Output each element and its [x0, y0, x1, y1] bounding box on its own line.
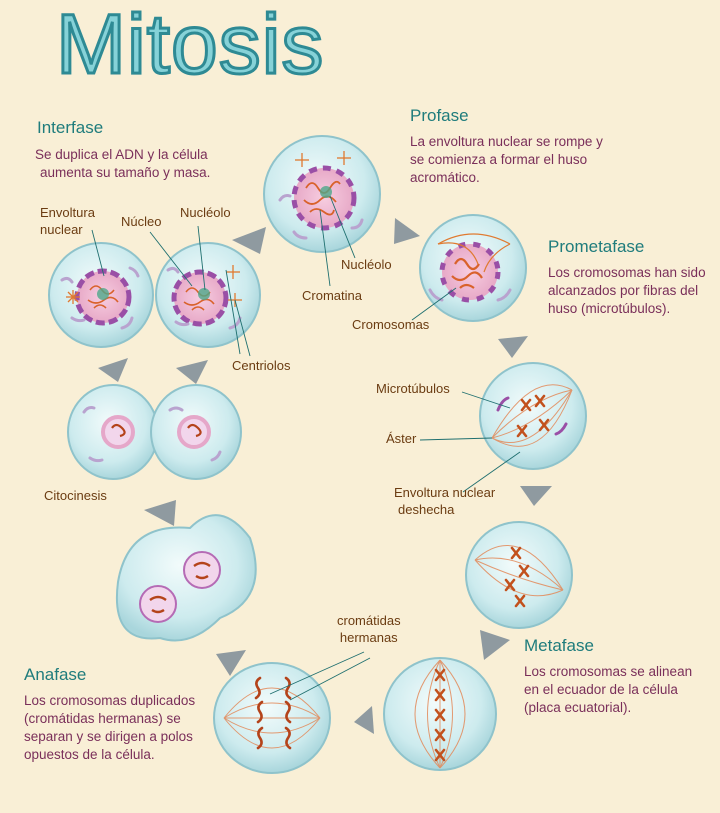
arrow-telofase-to-citocinesis: [144, 500, 176, 526]
anafase-cell: [213, 662, 331, 774]
label-envoltura-deshecha-line-2: deshecha: [398, 502, 455, 517]
anafase-desc-line-3: separan y se dirigen a polos: [24, 729, 193, 744]
metafase-cell: [383, 657, 497, 771]
prometafase-cell: [419, 214, 527, 322]
anafase-description: Los cromosomas duplicados (cromátidas he…: [24, 692, 195, 764]
telofase-cell: [115, 514, 257, 642]
metafase-description: Los cromosomas se alinean en el ecuador …: [524, 663, 692, 717]
profase-desc-line-1: La envoltura nuclear se rompe y: [410, 134, 603, 149]
cycle-arrows: [98, 218, 552, 734]
interfase-heading: Interfase: [37, 118, 104, 137]
label-cromatidas-hermanas: cromátidas hermanas: [337, 612, 401, 646]
profase-desc-line-2: se comienza a formar el huso: [410, 152, 588, 167]
arrow-profase-to-prometafase: [394, 218, 420, 244]
anafase-desc-line-2: (cromátidas hermanas) se: [24, 711, 181, 726]
label-citocinesis: Citocinesis: [44, 488, 107, 503]
citocinesis-cells: [67, 384, 242, 480]
metafase-desc-line-2: en el ecuador de la célula: [524, 682, 678, 697]
label-cromosomas: Cromosomas: [352, 317, 430, 332]
arrow-interfase-to-profase: [232, 227, 266, 254]
arrow-spindle-to-metafase: [520, 486, 552, 506]
arrow-metafase-to-anafase: [354, 706, 374, 734]
label-aster: Áster: [386, 431, 417, 446]
label-cromatidas-hermanas-line-2: hermanas: [339, 630, 398, 645]
prometafase-nucleus: [439, 241, 501, 303]
label-envoltura-nuclear-line-1: Envoltura: [40, 205, 95, 220]
label-nucleolo-interfase: Nucléolo: [180, 205, 231, 220]
pre-metafase-cell: [465, 521, 573, 629]
label-envoltura-deshecha: Envoltura nuclear deshecha: [394, 484, 495, 518]
prometafase-desc-line-1: Los cromosomas han sido: [548, 265, 706, 280]
prometafase-heading: Prometafase: [548, 237, 645, 256]
page-title: Mitosis: [54, 0, 325, 91]
arrow-anafase-to-telofase: [216, 650, 246, 676]
interfase-desc-line-1: Se duplica el ADN y la célula: [35, 147, 208, 162]
anafase-heading: Anafase: [24, 665, 87, 684]
profase-heading: Profase: [410, 106, 469, 125]
label-cromatina: Cromatina: [302, 288, 362, 303]
arrow-prometafase-to-spindle: [498, 336, 528, 358]
label-envoltura-nuclear-line-2: nuclear: [40, 222, 83, 237]
interfase-desc-line-2: aumenta su tamaño y masa.: [40, 165, 211, 180]
arrow-to-metafase: [480, 630, 510, 660]
profase-description: La envoltura nuclear se rompe y se comie…: [410, 133, 603, 187]
leader-lines: [91, 195, 521, 701]
prometafase-description: Los cromosomas han sido alcanzados por f…: [548, 264, 706, 318]
metafase-heading: Metafase: [524, 636, 594, 655]
label-nucleo: Núcleo: [121, 214, 162, 229]
prometafase-desc-line-2: alcanzados por fibras del: [548, 283, 699, 298]
anafase-desc-line-4: opuestos de la célula.: [24, 747, 155, 762]
label-microtubulos: Microtúbulos: [376, 381, 450, 396]
label-centriolos: Centriolos: [232, 358, 291, 373]
label-nucleolo-profase: Nucléolo: [341, 257, 392, 272]
prometafase-desc-line-3: huso (microtúbulos).: [548, 301, 671, 316]
label-cromatidas-hermanas-line-1: cromátidas: [337, 613, 401, 628]
arrow-citocinesis-to-interfase-1: [98, 358, 128, 382]
label-envoltura-deshecha-line-1: Envoltura nuclear: [394, 485, 496, 500]
metafase-desc-line-3: (placa ecuatorial).: [524, 700, 632, 715]
metafase-desc-line-1: Los cromosomas se alinean: [524, 664, 693, 679]
interfase-description: Se duplica el ADN y la célula aumenta su…: [35, 146, 210, 182]
profase-cell: [263, 135, 381, 253]
spindle-cell: [479, 362, 587, 470]
interfase-cell-1: [48, 242, 154, 348]
arrow-citocinesis-to-interfase-2: [176, 360, 208, 384]
label-envoltura-nuclear: Envoltura nuclear: [40, 204, 95, 238]
interfase-cell-2: [155, 242, 261, 348]
profase-desc-line-3: acromático.: [410, 170, 480, 185]
anafase-desc-line-1: Los cromosomas duplicados: [24, 693, 196, 708]
